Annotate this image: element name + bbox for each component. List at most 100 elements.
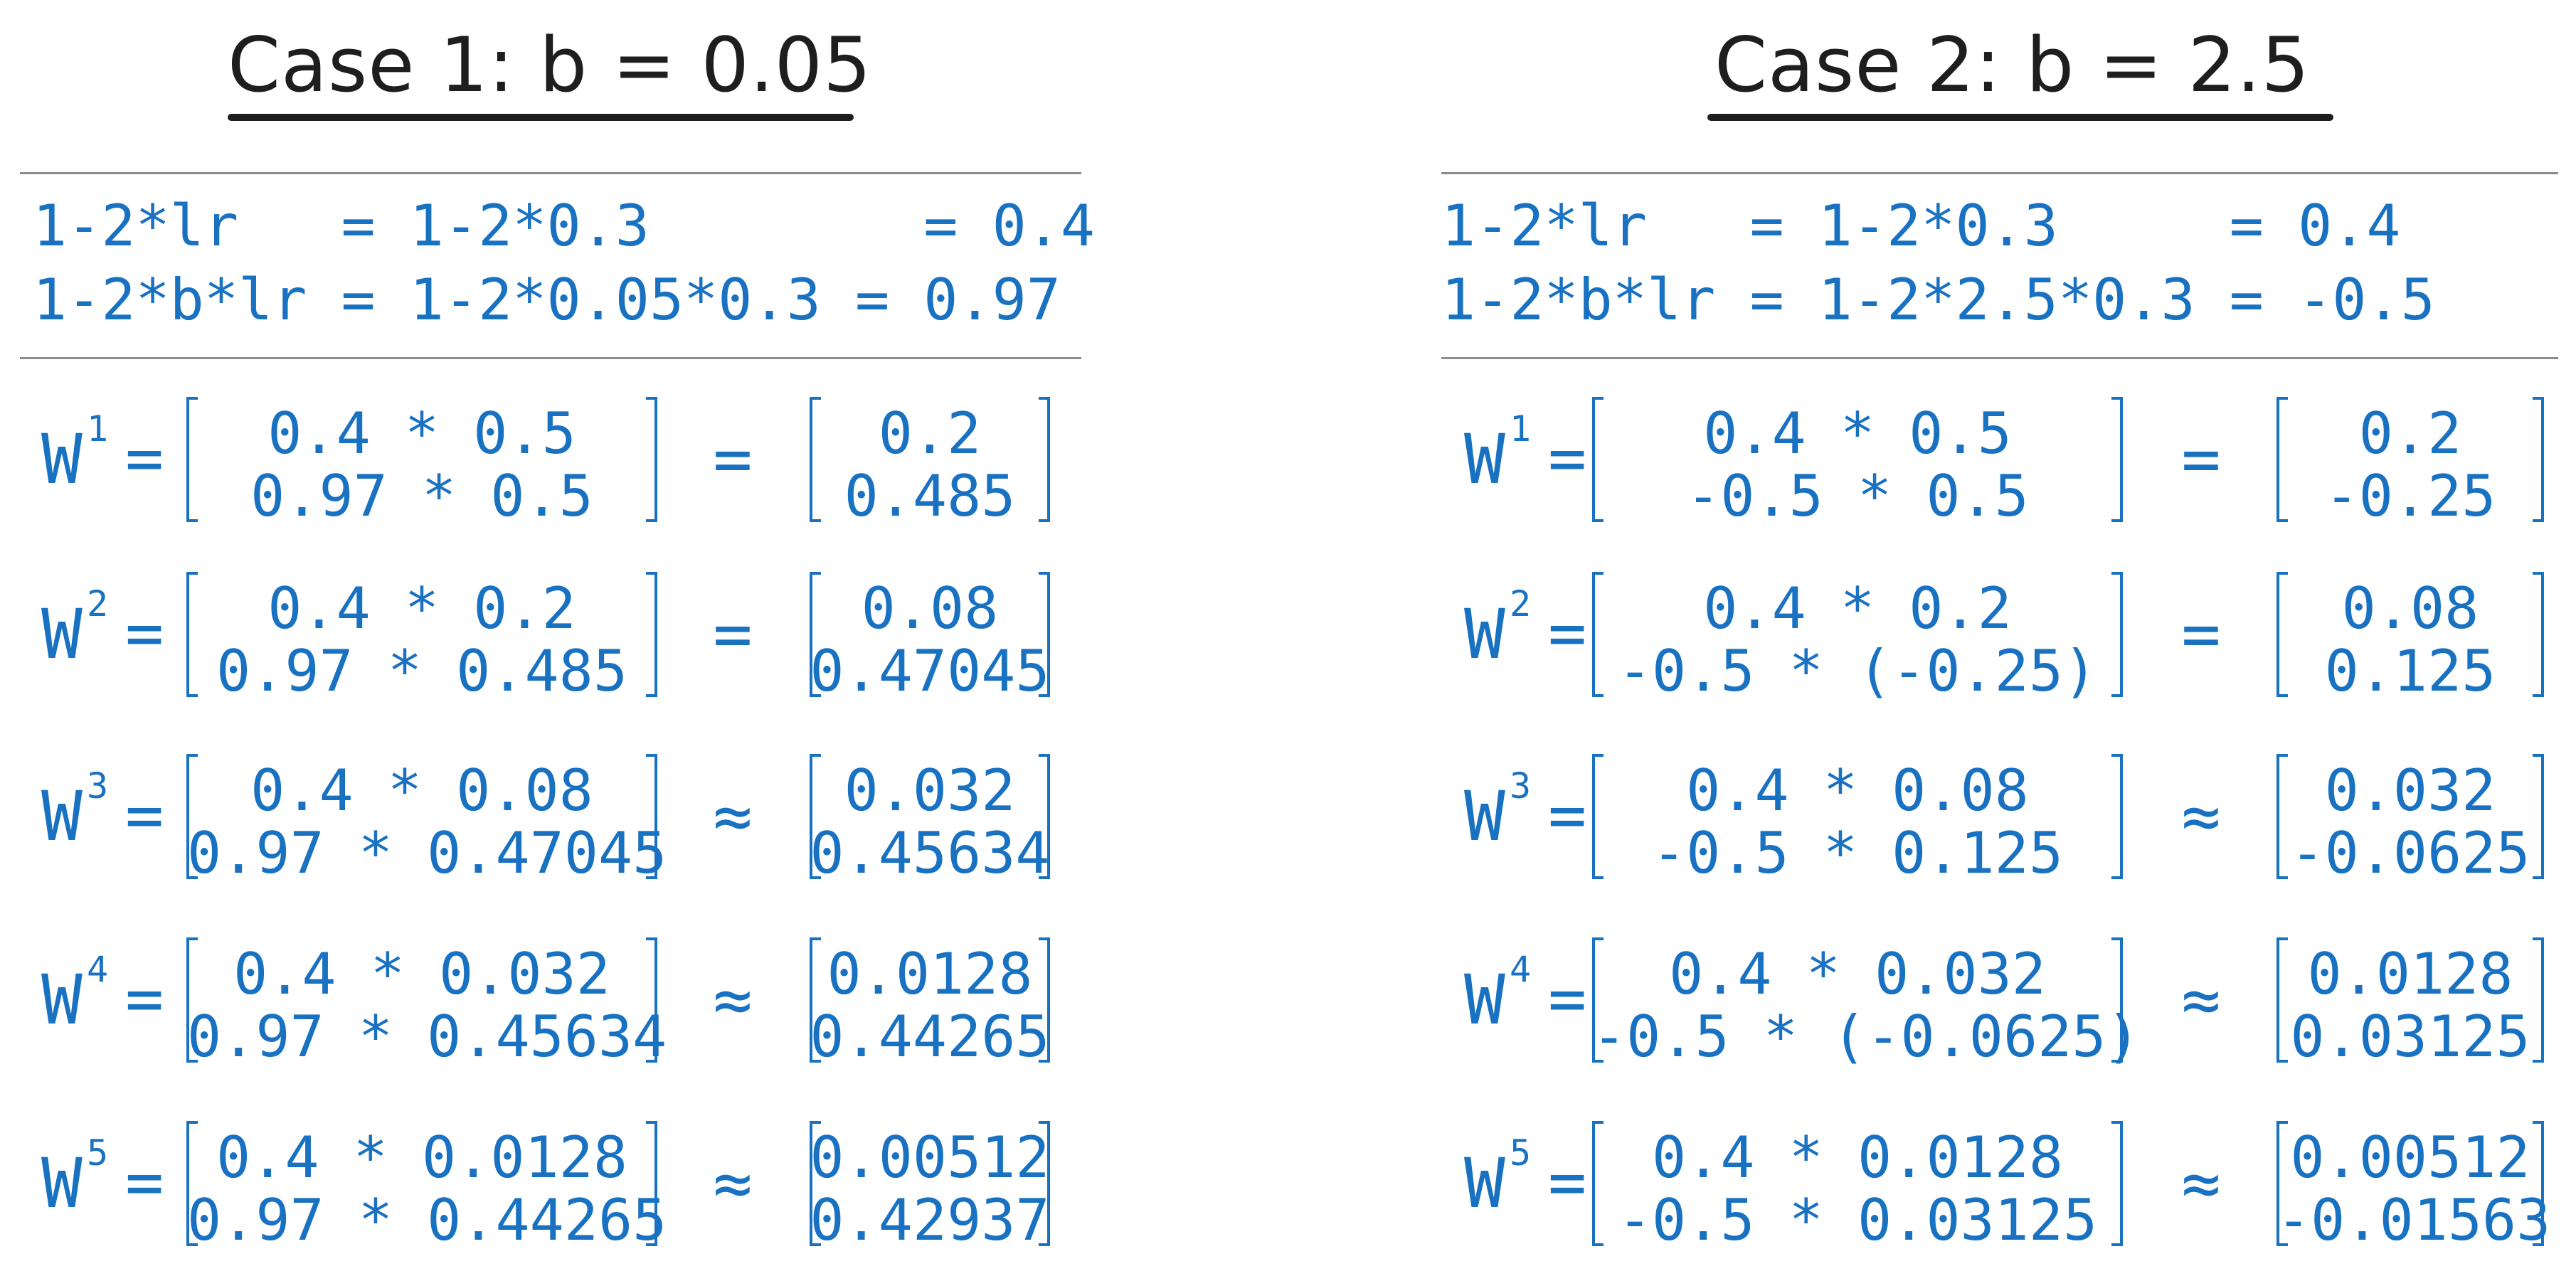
expression-row: 0.97 * 0.45634 bbox=[187, 1004, 667, 1070]
step-superscript: 5 bbox=[1510, 1132, 1532, 1174]
expression-row: -0.5 * 0.03125 bbox=[1617, 1187, 2098, 1253]
right-bracket bbox=[2111, 754, 2123, 879]
right-bracket bbox=[1039, 1121, 1050, 1246]
result-row: 0.45634 bbox=[810, 820, 1050, 886]
expression-row: 0.4 * 0.032 bbox=[1669, 941, 2046, 1007]
left-bracket bbox=[810, 754, 821, 879]
left-bracket bbox=[186, 397, 198, 522]
result-row: 0.44265 bbox=[810, 1004, 1050, 1070]
expression-row: 0.4 * 0.032 bbox=[233, 941, 610, 1007]
factor-line: 1-2*lr = 1-2*0.3 = 0.4 bbox=[1441, 193, 2401, 259]
result-row: 0.0128 bbox=[827, 941, 1033, 1007]
equals-sign: = bbox=[125, 421, 164, 496]
left-bracket bbox=[2276, 754, 2288, 879]
equals-sign: = bbox=[125, 596, 164, 671]
result-row: -0.0625 bbox=[2290, 820, 2530, 886]
right-bracket bbox=[2111, 1121, 2123, 1246]
expression-row: 0.97 * 0.485 bbox=[216, 638, 627, 704]
result-row: 0.125 bbox=[2324, 638, 2496, 704]
equals-sign: = bbox=[125, 1145, 164, 1220]
left-bracket bbox=[2276, 572, 2288, 697]
result-row: 0.47045 bbox=[810, 638, 1050, 704]
case-2-panel: Case 2: b = 2.5 1-2*lr = 1-2*0.3 = 0.4 1… bbox=[1423, 0, 2576, 1276]
left-bracket bbox=[1592, 937, 1604, 1063]
right-bracket bbox=[2533, 937, 2544, 1063]
expression-row: 0.4 * 0.0128 bbox=[1652, 1125, 2063, 1191]
case-title: Case 2: b = 2.5 bbox=[1714, 21, 2311, 109]
right-bracket bbox=[1039, 572, 1050, 697]
right-bracket bbox=[646, 937, 657, 1063]
weight-symbol: W bbox=[1464, 1144, 1505, 1223]
expression-row: 0.4 * 0.08 bbox=[1686, 757, 2029, 824]
divider bbox=[1441, 357, 2558, 359]
relation-sign: = bbox=[2181, 596, 2221, 672]
step-superscript: 3 bbox=[87, 765, 109, 807]
weight-symbol: W bbox=[41, 960, 83, 1040]
right-bracket bbox=[2111, 572, 2123, 697]
right-bracket bbox=[2533, 1121, 2544, 1246]
step-superscript: 2 bbox=[1510, 583, 1532, 624]
title-underline bbox=[228, 114, 854, 121]
weight-symbol: W bbox=[41, 777, 83, 856]
case-1-panel: Case 1: b = 0.05 1-2*lr = 1-2*0.3 = 0.4 … bbox=[0, 0, 1096, 1276]
left-bracket bbox=[186, 1121, 198, 1246]
right-bracket bbox=[2111, 397, 2123, 522]
relation-sign: ≈ bbox=[2181, 778, 2221, 854]
result-row: -0.25 bbox=[2324, 463, 2496, 529]
step-superscript: 1 bbox=[1510, 408, 1532, 450]
left-bracket bbox=[810, 572, 821, 697]
result-row: 0.2 bbox=[878, 400, 982, 467]
relation-sign: ≈ bbox=[2181, 1145, 2221, 1221]
result-row: 0.08 bbox=[861, 575, 999, 642]
right-bracket bbox=[1039, 754, 1050, 879]
equals-sign: = bbox=[1548, 1145, 1587, 1220]
left-bracket bbox=[2276, 397, 2288, 522]
weight-symbol: W bbox=[1464, 420, 1505, 499]
step-superscript: 5 bbox=[87, 1132, 109, 1174]
left-bracket bbox=[810, 937, 821, 1063]
relation-sign: ≈ bbox=[713, 1145, 753, 1221]
expression-row: -0.5 * 0.125 bbox=[1652, 820, 2063, 886]
expression-row: 0.4 * 0.0128 bbox=[216, 1125, 627, 1191]
weight-symbol: W bbox=[1464, 960, 1505, 1040]
weight-symbol: W bbox=[1464, 595, 1505, 674]
expression-row: -0.5 * (-0.0625) bbox=[1592, 1004, 2141, 1070]
left-bracket bbox=[1592, 397, 1604, 522]
left-bracket bbox=[186, 572, 198, 697]
left-bracket bbox=[810, 1121, 821, 1246]
factor-line: 1-2*b*lr = 1-2*0.05*0.3 = 0.97 bbox=[33, 267, 1061, 333]
relation-sign: ≈ bbox=[713, 778, 753, 854]
divider bbox=[1441, 172, 2558, 174]
result-row: 0.485 bbox=[844, 463, 1016, 529]
result-row: 0.03125 bbox=[2290, 1004, 2530, 1070]
result-row: 0.2 bbox=[2358, 400, 2462, 467]
right-bracket bbox=[2533, 754, 2544, 879]
equals-sign: = bbox=[125, 778, 164, 853]
relation-sign: = bbox=[713, 421, 753, 497]
right-bracket bbox=[2111, 937, 2123, 1063]
expression-row: 0.4 * 0.2 bbox=[267, 575, 576, 642]
equals-sign: = bbox=[1548, 962, 1587, 1036]
result-row: 0.032 bbox=[2324, 757, 2496, 824]
equals-sign: = bbox=[1548, 596, 1587, 671]
relation-sign: ≈ bbox=[2181, 962, 2221, 1038]
result-row: 0.08 bbox=[2341, 575, 2479, 642]
right-bracket bbox=[646, 1121, 657, 1246]
title-underline bbox=[1707, 114, 2333, 121]
relation-sign: = bbox=[713, 596, 753, 672]
right-bracket bbox=[1039, 397, 1050, 522]
left-bracket bbox=[2276, 1121, 2288, 1246]
expression-row: 0.97 * 0.47045 bbox=[187, 820, 667, 886]
expression-row: 0.4 * 0.5 bbox=[267, 400, 576, 467]
weight-symbol: W bbox=[41, 420, 83, 499]
right-bracket bbox=[2533, 572, 2544, 697]
result-row: 0.00512 bbox=[810, 1125, 1050, 1191]
left-bracket bbox=[186, 754, 198, 879]
